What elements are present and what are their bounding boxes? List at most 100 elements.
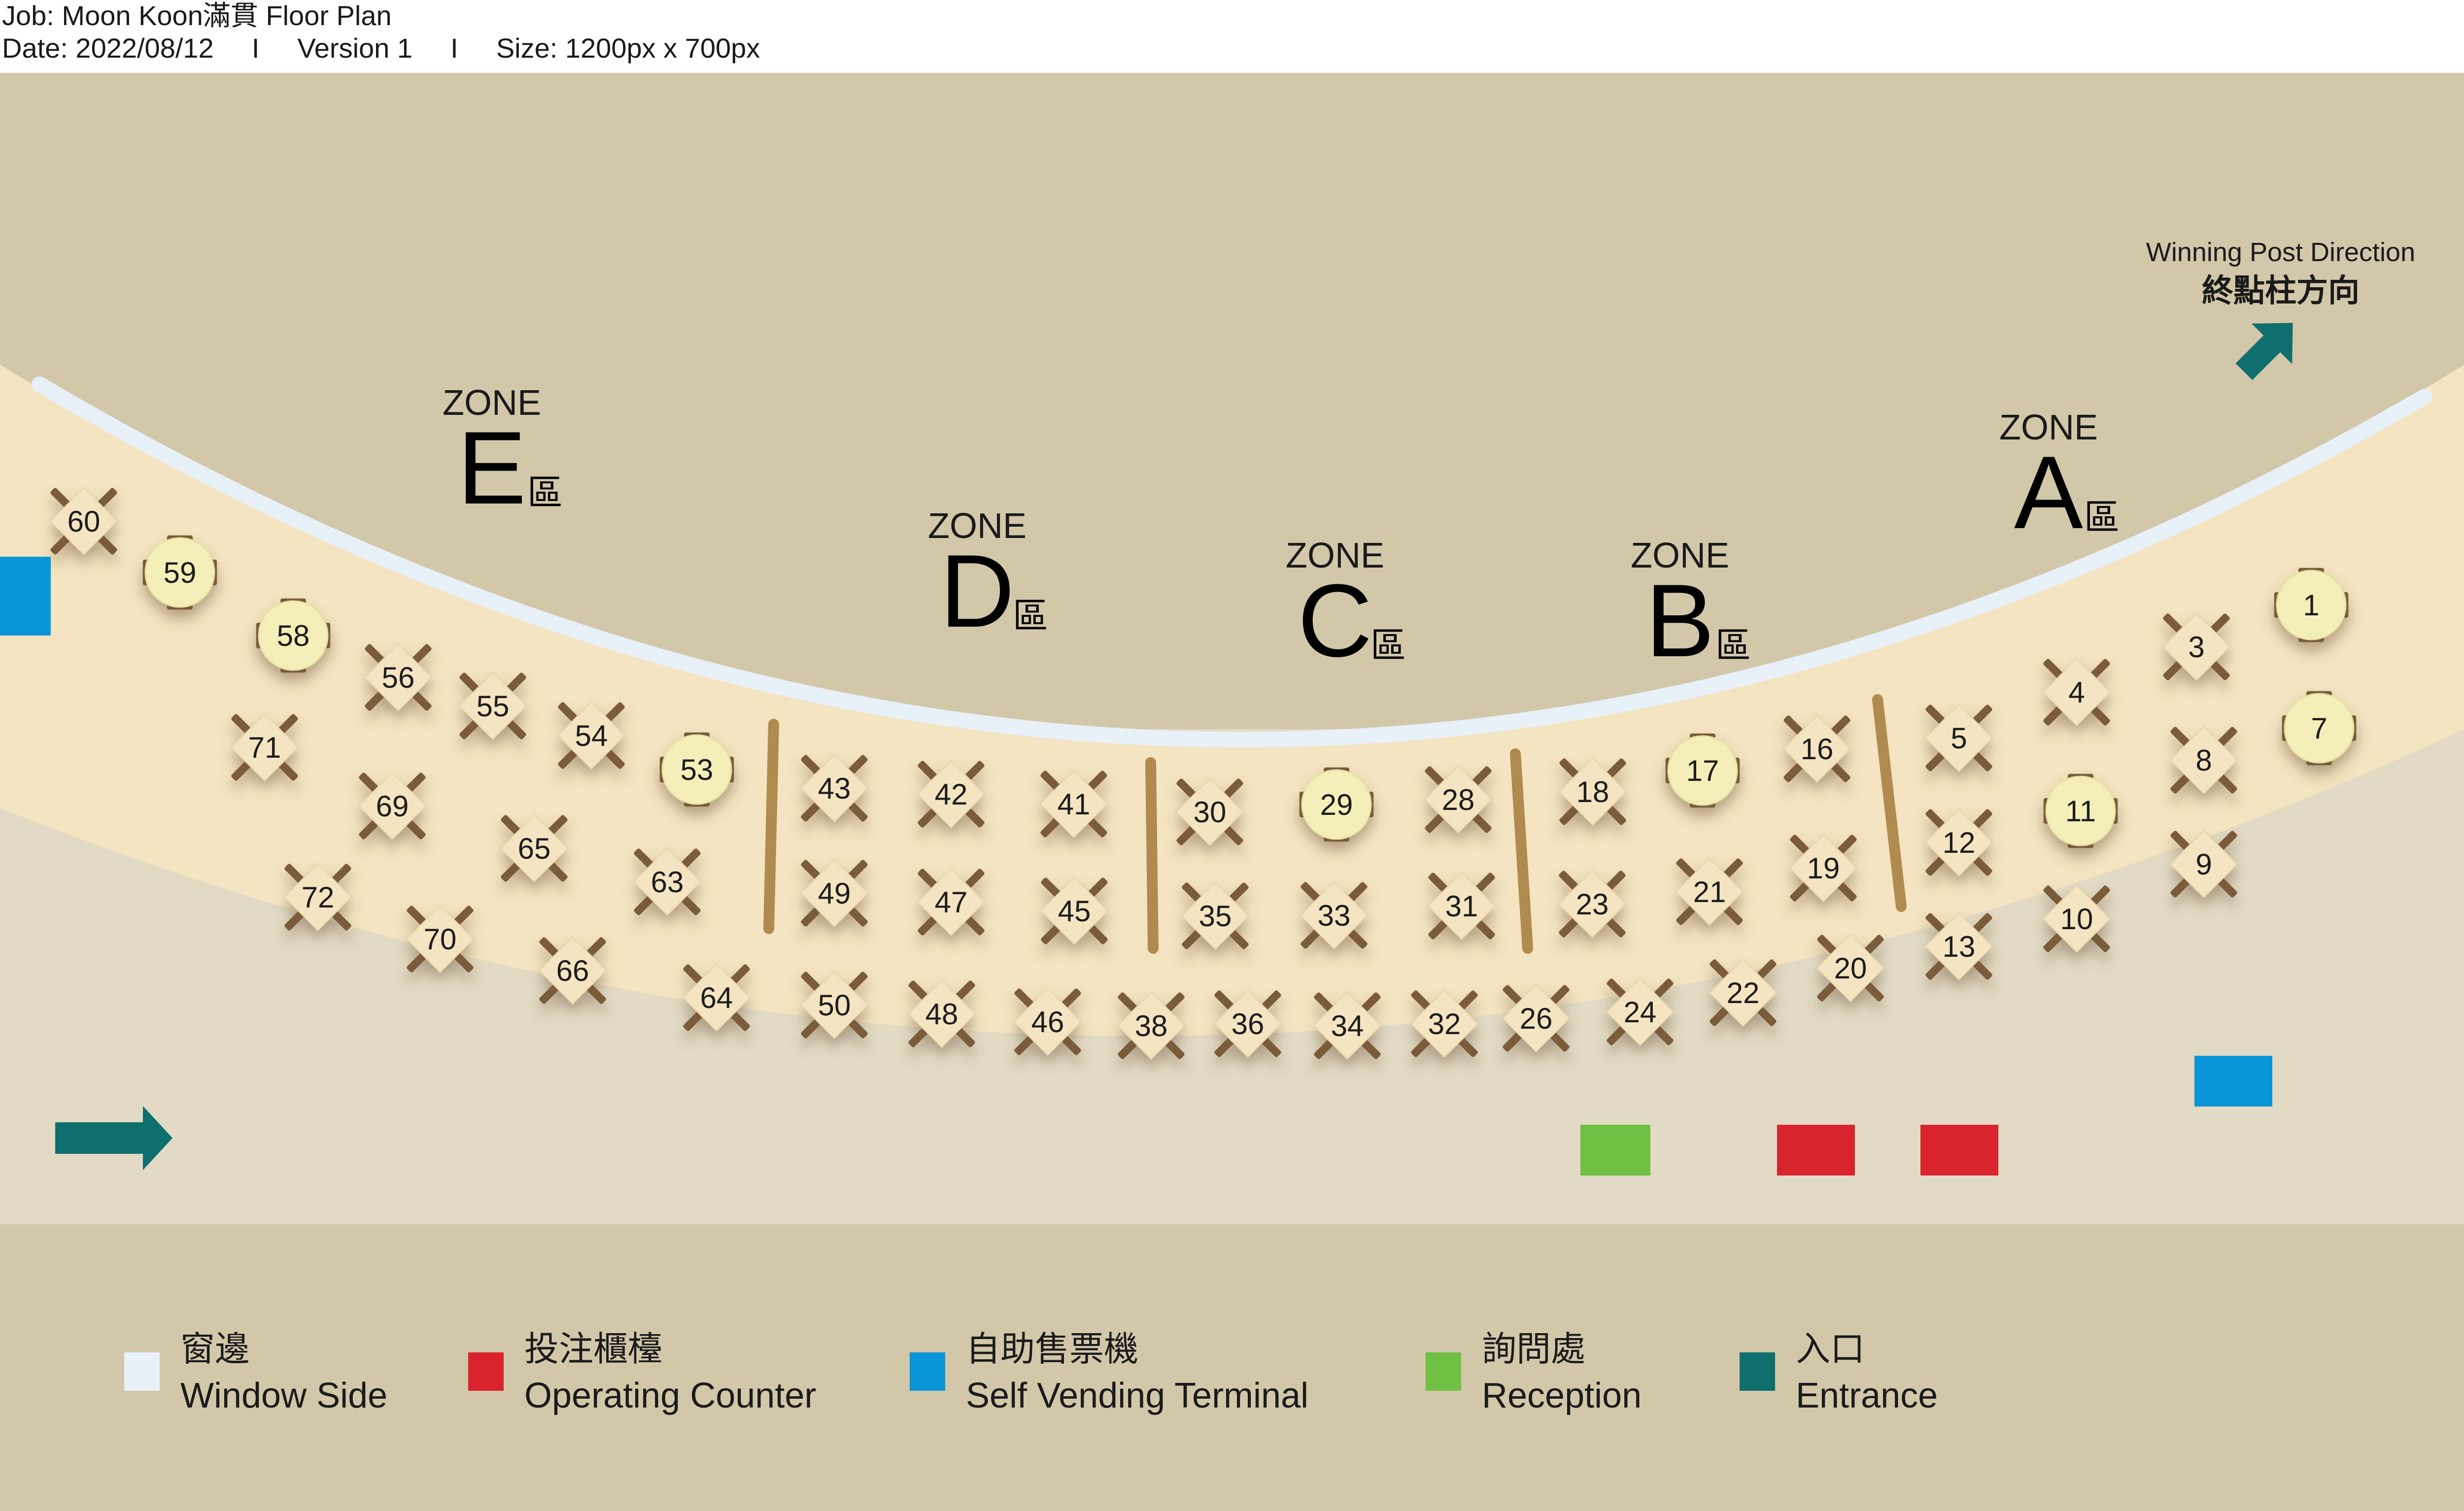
table-66[interactable]: 66: [538, 936, 607, 1005]
operating-counter-1[interactable]: [1777, 1125, 1855, 1175]
table-54[interactable]: 54: [557, 701, 626, 770]
table-65[interactable]: 65: [500, 814, 569, 883]
table-49[interactable]: 49: [800, 859, 869, 928]
table-34[interactable]: 34: [1313, 991, 1382, 1060]
table-number: 24: [1624, 996, 1657, 1029]
entrance-arrow[interactable]: [55, 1106, 172, 1170]
table-19[interactable]: 19: [1789, 834, 1858, 903]
square-table-top: [406, 905, 475, 974]
round-table-11[interactable]: 11: [2043, 773, 2118, 848]
table-24[interactable]: 24: [1606, 977, 1675, 1046]
table-45[interactable]: 45: [1040, 876, 1109, 945]
round-table-top: [144, 537, 215, 608]
square-table-top: [1213, 989, 1282, 1058]
zone-word: ZONE: [1999, 408, 2098, 447]
table-13[interactable]: 13: [1924, 912, 1993, 981]
table-43[interactable]: 43: [800, 754, 869, 823]
legend-label-en: Window Side: [180, 1376, 387, 1415]
table-72[interactable]: 72: [283, 863, 352, 932]
table-32[interactable]: 32: [1410, 989, 1479, 1058]
table-number: 59: [164, 556, 197, 589]
table-31[interactable]: 31: [1427, 872, 1496, 940]
table-56[interactable]: 56: [364, 643, 433, 712]
table-30[interactable]: 30: [1175, 777, 1244, 846]
version: Version 1: [297, 33, 413, 64]
table-number: 34: [1331, 1009, 1364, 1042]
round-table-17[interactable]: 17: [1665, 733, 1740, 808]
square-table-top: [1675, 857, 1744, 926]
table-47[interactable]: 47: [917, 868, 986, 937]
table-64[interactable]: 64: [682, 963, 751, 1032]
table-number: 18: [1576, 775, 1609, 808]
table-71[interactable]: 71: [230, 713, 299, 782]
table-23[interactable]: 23: [1558, 870, 1627, 939]
table-63[interactable]: 63: [633, 847, 702, 916]
table-4[interactable]: 4: [2042, 658, 2111, 727]
table-12[interactable]: 12: [1924, 808, 1993, 877]
round-table-58[interactable]: 58: [256, 598, 331, 673]
facilities: Winning Post Direction 終點柱方向: [0, 237, 2415, 1175]
table-number: 4: [2068, 676, 2085, 709]
table-50[interactable]: 50: [800, 971, 869, 1040]
table-number: 69: [376, 790, 409, 823]
table-18[interactable]: 18: [1558, 757, 1627, 826]
table-70[interactable]: 70: [406, 905, 475, 974]
self-vending-terminal-left[interactable]: [0, 557, 51, 636]
table-number: 55: [477, 690, 510, 723]
table-60[interactable]: 60: [49, 487, 118, 556]
table-number: 32: [1428, 1007, 1461, 1041]
table-number: 23: [1576, 888, 1609, 921]
square-table-top: [800, 859, 869, 928]
square-table-top: [1816, 934, 1885, 1003]
self-vending-terminal-right[interactable]: [2194, 1056, 2272, 1107]
table-36[interactable]: 36: [1213, 989, 1282, 1058]
table-16[interactable]: 16: [1782, 714, 1851, 783]
table-8[interactable]: 8: [2169, 726, 2238, 795]
table-22[interactable]: 22: [1709, 958, 1778, 1027]
table-20[interactable]: 20: [1816, 934, 1885, 1003]
table-48[interactable]: 48: [907, 979, 976, 1048]
table-26[interactable]: 26: [1502, 984, 1571, 1053]
legend-label-en: Operating Counter: [524, 1376, 816, 1415]
operating-counter-2[interactable]: [1920, 1125, 1998, 1175]
square-table-top: [230, 713, 299, 782]
table-33[interactable]: 33: [1300, 881, 1369, 950]
round-table-7[interactable]: 7: [2282, 691, 2357, 766]
table-number: 36: [1232, 1007, 1265, 1041]
round-table-59[interactable]: 59: [142, 535, 217, 610]
table-9[interactable]: 9: [2169, 830, 2238, 899]
table-38[interactable]: 38: [1117, 991, 1186, 1060]
round-table-29[interactable]: 29: [1299, 767, 1374, 842]
table-42[interactable]: 42: [917, 760, 986, 829]
table-3[interactable]: 3: [2162, 612, 2231, 681]
square-table-top: [1606, 977, 1675, 1046]
table-35[interactable]: 35: [1181, 881, 1250, 950]
legend-swatch: [1740, 1352, 1775, 1391]
table-5[interactable]: 5: [1924, 704, 1993, 772]
table-55[interactable]: 55: [458, 672, 527, 740]
table-41[interactable]: 41: [1039, 770, 1108, 839]
divider-3: [1510, 748, 1533, 954]
table-28[interactable]: 28: [1424, 765, 1493, 834]
round-table-53[interactable]: 53: [659, 732, 734, 807]
zone-zh: 區: [2084, 497, 2120, 538]
square-table-top: [2169, 726, 2238, 795]
table-number: 71: [248, 731, 281, 764]
square-table-top: [1410, 989, 1479, 1058]
round-table-1[interactable]: 1: [2274, 568, 2349, 642]
table-number: 47: [935, 886, 968, 919]
table-46[interactable]: 46: [1013, 987, 1082, 1056]
round-table-top: [2276, 570, 2347, 640]
table-69[interactable]: 69: [358, 772, 427, 840]
reception-desk[interactable]: [1580, 1125, 1650, 1175]
table-number: 8: [2195, 744, 2212, 777]
table-10[interactable]: 10: [2042, 884, 2111, 953]
square-table-top: [1040, 876, 1109, 945]
table-21[interactable]: 21: [1675, 857, 1744, 926]
table-number: 12: [1943, 826, 1976, 859]
